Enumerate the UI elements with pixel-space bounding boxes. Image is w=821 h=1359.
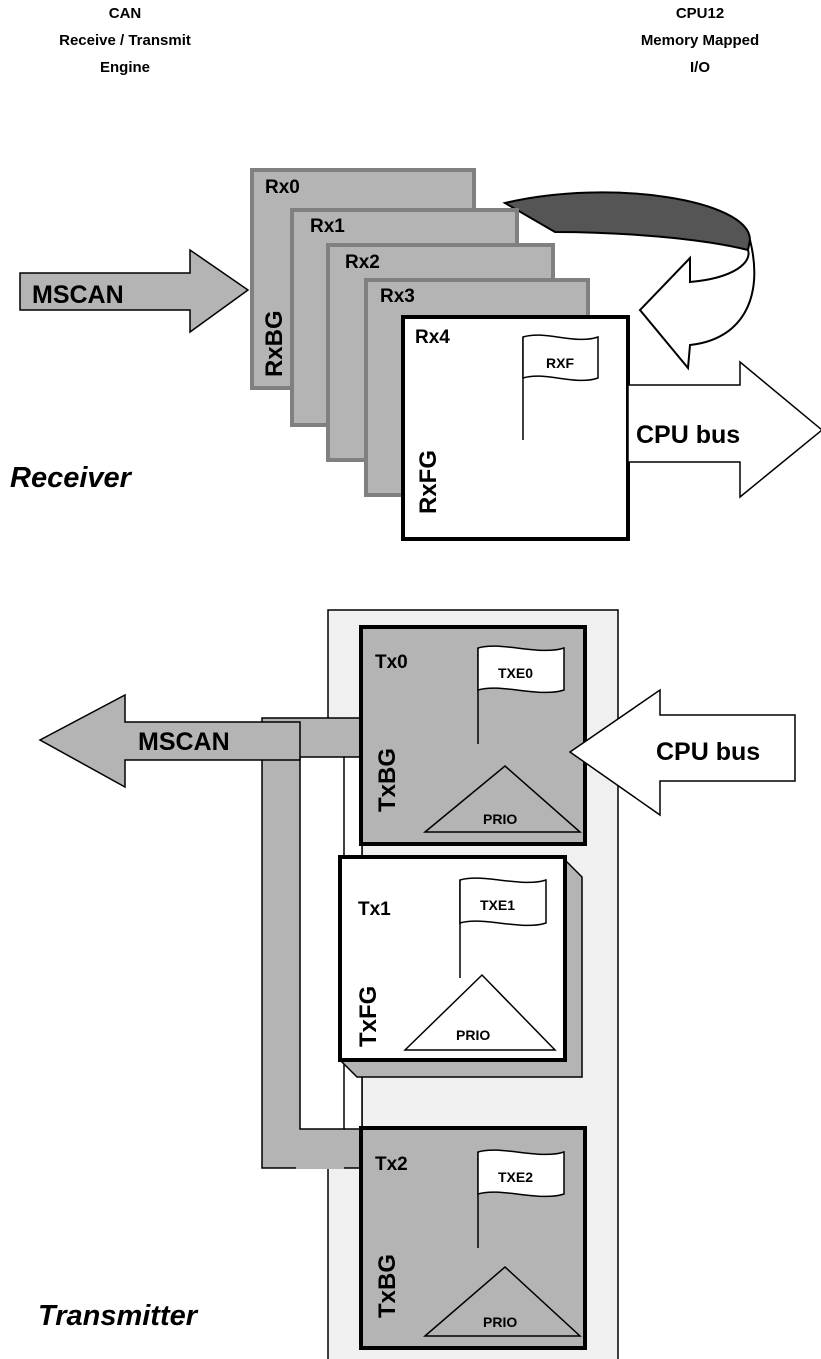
rxf-flag-icon [522,334,599,382]
tx2-label: Tx2 [375,1154,408,1175]
tx2-prio-triangle [422,1265,582,1337]
tx1-prio-triangle [403,973,557,1051]
tx0-label: Tx0 [375,652,408,673]
rxbg-label: RxBG [261,310,288,377]
rx1-label: Rx1 [310,216,345,237]
header-can-line2: Receive / Transmit [59,32,191,49]
tx2-prio-label: PRIO [483,1314,517,1330]
txe2-flag-label: TXE2 [498,1169,533,1185]
rotation-arrow-return [638,239,756,371]
header-can-line3: Engine [99,59,150,76]
transmitter-cpu-bus-label: CPU bus [656,738,760,766]
tx0-prio-label: PRIO [483,811,517,827]
header-cpu-line3: I/O [689,59,710,76]
header-can-line1: CAN [108,5,142,22]
transmitter-mscan-label: MSCAN [138,728,230,756]
rxf-flag-label: RXF [546,355,574,371]
rxfg-label: RxFG [415,450,442,514]
receiver-cpu-bus-label: CPU bus [636,421,740,449]
tx0-side-label: TxBG [374,748,401,812]
receiver-mscan-label: MSCAN [32,281,124,309]
rx4-label: Rx4 [415,327,450,348]
txe0-flag-icon [477,645,565,694]
tx1-prio-label: PRIO [456,1027,490,1043]
header-cpu-line1: CPU12 [675,5,725,22]
header-cpu12-io: CPU12 Memory Mapped I/O [590,0,810,81]
rx2-label: Rx2 [345,252,380,273]
txe1-flag-icon [459,877,547,927]
tx1-label: Tx1 [358,899,391,920]
header-can-engine: CAN Receive / Transmit Engine [15,0,235,81]
rx0-label: Rx0 [265,177,300,198]
receiver-cpu-bus-arrow [627,360,821,499]
transmitter-mscan-arrow [38,693,301,789]
txe1-flag-label: TXE1 [480,897,515,913]
receiver-mscan-arrow [19,248,250,334]
txe0-flag-label: TXE0 [498,665,533,681]
transmitter-cpu-bus-arrow [568,688,796,817]
rotation-arrow-band [502,191,752,252]
tx1-side-label: TxFG [355,986,382,1047]
tx0-prio-triangle [422,765,582,833]
header-cpu-line2: Memory Mapped [640,32,760,49]
tx2-side-label: TxBG [374,1254,401,1318]
transmitter-caption: Transmitter [38,1300,198,1332]
receiver-caption: Receiver [10,462,131,494]
txe2-flag-icon [477,1149,565,1198]
tx1-connector-gap [299,756,345,1130]
rx3-label: Rx3 [380,286,415,307]
